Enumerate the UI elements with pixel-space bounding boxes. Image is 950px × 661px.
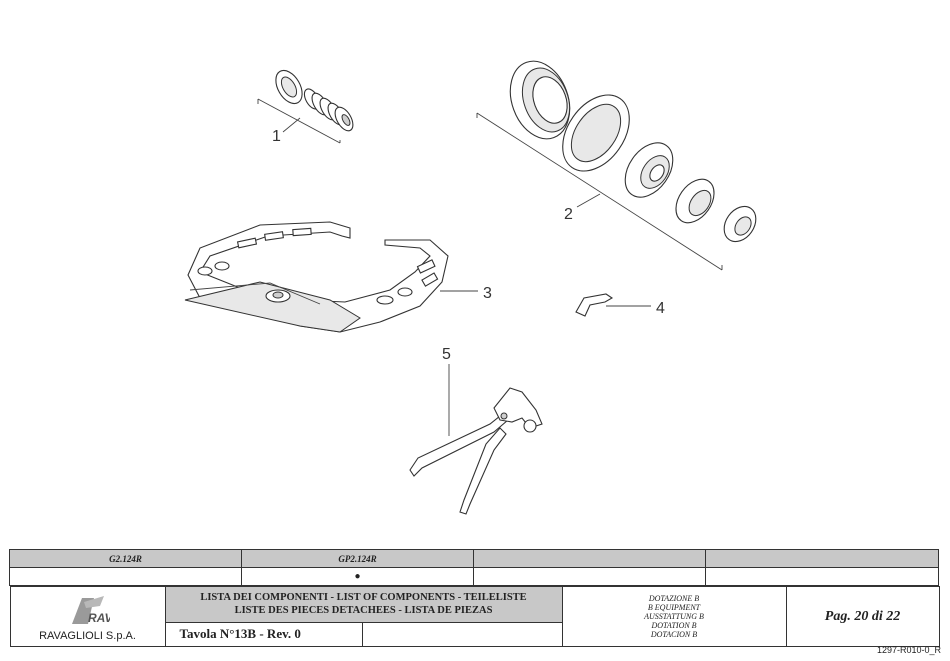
callout-2: 2 — [564, 206, 573, 223]
callout-3: 3 — [483, 285, 492, 302]
company-logo-cell: RAV RAVAGLIOLI S.p.A. — [9, 586, 166, 647]
model-mark-2: ● — [241, 567, 474, 586]
tavola-revision: Tavola N°13B - Rev. 0 — [164, 621, 363, 648]
company-name: RAVAGLIOLI S.p.A. — [39, 629, 136, 642]
part-4-clip-weight — [575, 293, 651, 317]
part-1-bearing-spring — [257, 69, 354, 144]
part-2-cones-set — [476, 60, 757, 271]
title-block: G2.124R GP2.124R ● RAV — [9, 549, 940, 648]
page-number: Pag. 20 di 22 — [785, 586, 940, 647]
model-header-3 — [473, 549, 706, 568]
dotazione-es: DOTACION B — [650, 630, 698, 639]
empty-cell — [361, 621, 563, 648]
dotazione-en: B EQUIPMENT — [647, 603, 701, 612]
callout-5: 5 — [442, 346, 451, 363]
callout-4: 4 — [656, 300, 665, 317]
callout-1: 1 — [272, 128, 281, 145]
list-title-line-2: LISTE DES PIECES DETACHEES - LISTA DE PI… — [234, 605, 493, 617]
ravaglioli-logo: RAV — [71, 595, 110, 625]
model-mark-4 — [705, 567, 939, 586]
model-header-4 — [705, 549, 939, 568]
part-5-pliers — [409, 364, 543, 515]
dotazione-it: DOTAZIONE B — [648, 594, 700, 603]
list-of-components-title: LISTA DEI COMPONENTI - LIST OF COMPONENT… — [164, 586, 563, 623]
dotazione-cell: DOTAZIONE B B EQUIPMENT AUSSTATTUNG B DO… — [561, 586, 787, 647]
dotazione-de: AUSSTATTUNG B — [644, 612, 704, 621]
list-title-line-1: LISTA DEI COMPONENTI - LIST OF COMPONENT… — [200, 592, 527, 604]
model-mark-1 — [9, 567, 242, 586]
model-header-2: GP2.124R — [241, 549, 474, 568]
model-mark-3 — [473, 567, 706, 586]
logo-letters: RAV — [88, 611, 110, 625]
document-reference: 1297-R010-0_R — [876, 645, 941, 655]
model-header-1: G2.124R — [9, 549, 242, 568]
title-lower-block: RAV RAVAGLIOLI S.p.A. LISTA DEI COMPONEN… — [9, 586, 940, 648]
exploded-parts-drawing: 1 2 3 — [184, 60, 757, 515]
dotazione-fr: DOTATION B — [651, 621, 697, 630]
part-3-accessory-tray — [184, 221, 478, 333]
